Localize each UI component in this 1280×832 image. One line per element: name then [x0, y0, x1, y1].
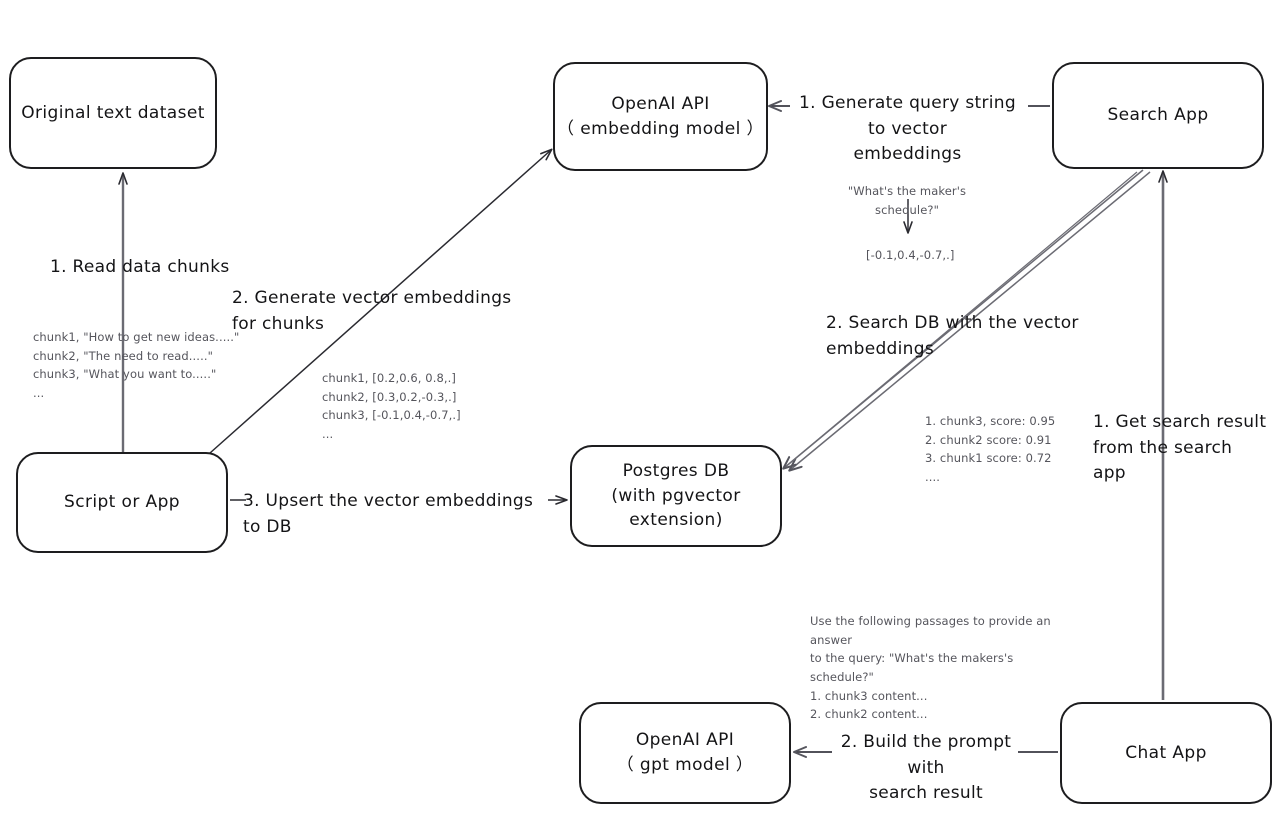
node-label: Script or App: [64, 492, 180, 513]
note-prompt-text: Use the following passages to provide an…: [810, 614, 1051, 722]
note-chunk-vector-embeddings: chunk1, [0.2,0.6, 0.8,.] chunk2, [0.3,0.…: [322, 371, 461, 441]
note-text-chunks: chunk1, "How to get new ideas....." chun…: [33, 330, 240, 400]
node-script-or-app[interactable]: Script or App: [16, 452, 228, 553]
node-label: OpenAI API: [611, 93, 710, 114]
node-label: Search App: [1107, 105, 1209, 126]
node-sublabel: （ embedding model ）: [557, 118, 764, 139]
edge-label-read-data-chunks: 1. Read data chunks: [50, 257, 230, 277]
node-sublabel: (with pgvector extension): [611, 485, 741, 531]
note-query-string: "What's the maker's schedule?": [847, 184, 967, 217]
edge-label-generate-vector-embeddings: 2. Generate vector embeddings for chunks: [232, 288, 512, 334]
node-sublabel: （ gpt model ）: [616, 755, 754, 775]
node-search-app[interactable]: Search App: [1052, 62, 1264, 169]
note-search-result-scores: 1. chunk3, score: 0.95 2. chunk2 score: …: [925, 414, 1056, 484]
node-label: Chat App: [1125, 742, 1207, 763]
edge-label-build-prompt: 2. Build the prompt with search result: [840, 732, 1012, 803]
edge-label-get-search-result: 1. Get search result from the search app: [1093, 412, 1267, 483]
node-original-text-dataset[interactable]: Original text dataset: [9, 57, 217, 169]
node-postgres-db[interactable]: Postgres DB (with pgvector extension): [570, 445, 782, 547]
node-openai-api-gpt-model[interactable]: OpenAI API （ gpt model ）: [579, 702, 791, 804]
node-label: Original text dataset: [21, 102, 205, 123]
node-openai-api-embedding-model[interactable]: OpenAI API （ embedding model ）: [553, 62, 768, 171]
node-label: OpenAI API: [635, 730, 735, 751]
node-chat-app[interactable]: Chat App: [1060, 702, 1272, 804]
edge-label-upsert-vector-embeddings: 3. Upsert the vector embeddings to DB: [243, 491, 534, 537]
edge-label-search-db: 2. Search DB with the vector embeddings: [826, 313, 1079, 359]
edge-label-generate-query-string: 1. Generate query string to vector embed…: [799, 93, 1016, 164]
node-label: Postgres DB: [622, 461, 730, 482]
note-query-vector-embedding: [-0.1,0.4,-0.7,.]: [866, 248, 955, 262]
